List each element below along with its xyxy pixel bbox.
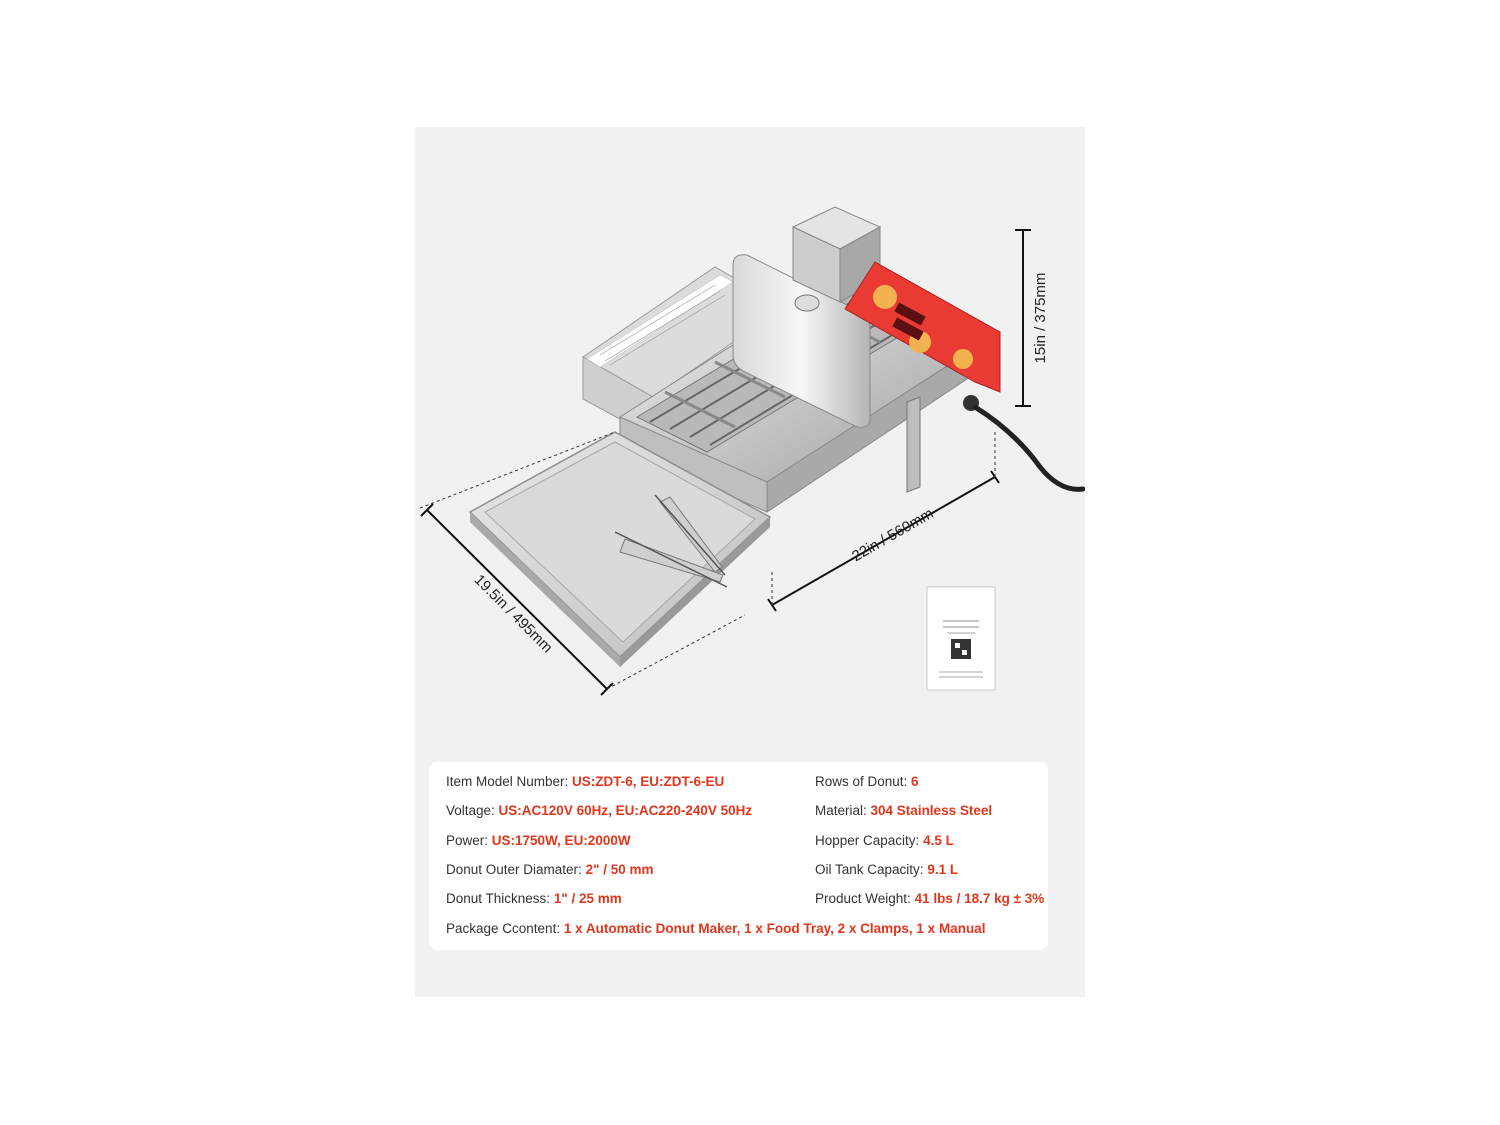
spec-label: Item Model Number: — [446, 774, 573, 789]
power-cord — [972, 404, 1085, 492]
spec-value: 2" / 50 mm — [585, 862, 654, 877]
hopper — [732, 254, 871, 428]
spec-label: Rows of Donut: — [815, 774, 912, 789]
spec-product-weight: Product Weight: 41 lbs / 18.7 kg ± 3% — [815, 891, 1044, 906]
spec-value: 4.5 L — [923, 833, 954, 848]
height-label: 15in / 375mm — [1032, 273, 1049, 364]
length-label: 22in / 560mm — [849, 505, 936, 565]
spec-label: Oil Tank Capacity: — [815, 862, 928, 877]
clamps — [614, 494, 728, 588]
spec-label: Material: — [815, 803, 871, 818]
spec-value: 1 x Automatic Donut Maker, 1 x Food Tray… — [563, 921, 986, 936]
spec-label: Product Weight: — [815, 891, 915, 906]
spec-label: Donut Thickness: — [446, 891, 554, 906]
spec-value: 41 lbs / 18.7 kg ± 3% — [914, 891, 1045, 906]
spec-label: Donut Outer Diamater: — [446, 862, 586, 877]
spec-value: US:ZDT-6, EU:ZDT-6-EU — [572, 774, 725, 789]
donut-machine-illustration: 15in / 375mm 22in / 560mm 19.5in / 495mm — [419, 206, 1085, 696]
front-stand — [906, 396, 921, 493]
spec-hopper-capacity: Hopper Capacity: 4.5 L — [815, 833, 954, 848]
spec-model-number: Item Model Number: US:ZDT-6, EU:ZDT-6-EU — [446, 774, 724, 789]
warning-label — [586, 274, 734, 368]
spec-label: Voltage: — [446, 803, 499, 818]
product-card: 15in / 375mm 22in / 560mm 19.5in / 495mm… — [415, 127, 1085, 997]
spec-oil-tank-capacity: Oil Tank Capacity: 9.1 L — [815, 862, 958, 877]
spec-package-content: Package Ccontent: 1 x Automatic Donut Ma… — [446, 921, 985, 936]
control-panel — [844, 261, 1001, 411]
height-dimension: 15in / 375mm — [1015, 229, 1049, 407]
spec-value: 6 — [911, 774, 919, 789]
spec-label: Power: — [446, 833, 492, 848]
manual-booklet — [926, 586, 996, 691]
spec-value: 9.1 L — [927, 862, 959, 877]
spec-value: 304 Stainless Steel — [870, 803, 993, 818]
spec-label: Hopper Capacity: — [815, 833, 924, 848]
spec-power: Power: US:1750W, EU:2000W — [446, 833, 631, 848]
spec-voltage: Voltage: US:AC120V 60Hz, EU:AC220-240V 5… — [446, 803, 752, 818]
spec-value: US:1750W, EU:2000W — [491, 833, 631, 848]
spec-panel: Item Model Number: US:ZDT-6, EU:ZDT-6-EU… — [429, 762, 1048, 950]
spec-value: US:AC120V 60Hz, EU:AC220-240V 50Hz — [498, 803, 753, 818]
spec-material: Material: 304 Stainless Steel — [815, 803, 992, 818]
spec-value: 1" / 25 mm — [553, 891, 622, 906]
spec-thickness: Donut Thickness: 1" / 25 mm — [446, 891, 622, 906]
spec-rows: Rows of Donut: 6 — [815, 774, 919, 789]
spec-label: Package Ccontent: — [446, 921, 564, 936]
food-tray — [468, 431, 772, 667]
spec-outer-diameter: Donut Outer Diamater: 2" / 50 mm — [446, 862, 654, 877]
